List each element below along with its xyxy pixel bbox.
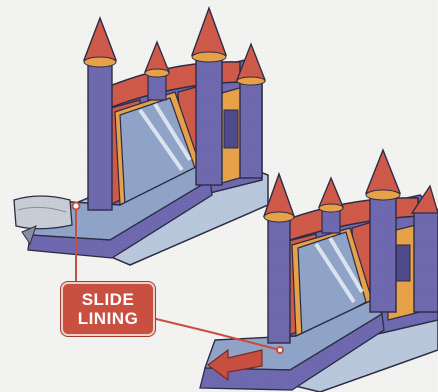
slide-lining-callout: SLIDE LINING [61, 282, 155, 336]
callout-line-2: LINING [78, 309, 139, 328]
callout-line-1: SLIDE [82, 290, 135, 309]
